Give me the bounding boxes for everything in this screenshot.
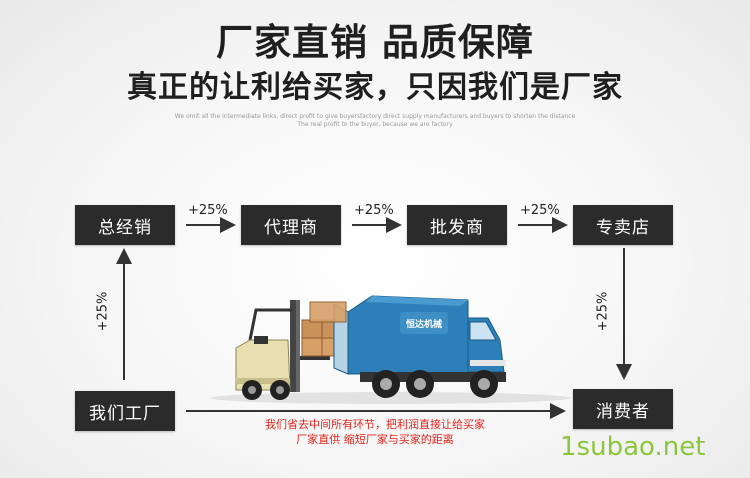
box-store: 专卖店 xyxy=(573,205,673,245)
box-factory: 我们工厂 xyxy=(75,391,175,431)
markup-factory-to-distributor: +25% xyxy=(95,291,111,332)
caption-line2: 厂家直供 缩短厂家与买家的距离 xyxy=(296,433,454,446)
english-subtitle-line2: The real profit to the buyer, because we… xyxy=(297,121,453,128)
markup-wholesaler-to-store: +25% xyxy=(520,203,560,218)
caption-line1: 我们省去中间所有环节，把利润直接让给买家 xyxy=(265,418,485,431)
site-watermark: 1subao.net xyxy=(560,432,706,462)
box-wholesaler: 批发商 xyxy=(407,205,507,245)
markup-store-to-consumer: +25% xyxy=(595,291,611,332)
box-consumer: 消费者 xyxy=(573,389,673,429)
forklift-illustration xyxy=(235,300,343,400)
markup-distributor-to-agent: +25% xyxy=(188,203,228,218)
english-subtitle-line1: We omit all the intermediate links, dire… xyxy=(174,113,576,120)
markup-agent-to-wholesaler: +25% xyxy=(354,203,394,218)
headline-direct-sales: 厂家直销 品质保障 xyxy=(216,21,534,64)
box-distributor: 总经销 xyxy=(75,205,175,245)
box-agent: 代理商 xyxy=(241,205,341,245)
truck-logo-text: 恒达机械 xyxy=(405,320,442,330)
headline-factory-profit: 真正的让利给买家，只因我们是厂家 xyxy=(127,70,623,105)
truck-illustration xyxy=(309,295,506,398)
